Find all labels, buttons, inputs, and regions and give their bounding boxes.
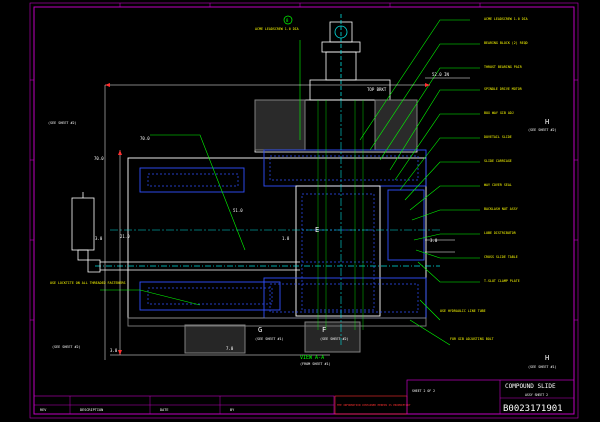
stamp-text: THE INFORMATION CONTAINED HEREIN IS PROP… <box>337 403 411 407</box>
sheet-ref: SHEET 2 OF 2 <box>412 389 435 393</box>
see-sheet-note: (SEE SHEET #2) <box>52 345 81 349</box>
dim-label-left-inner: 21.0 <box>120 234 130 239</box>
see-sheet-note: (SEE SHEET #1) <box>255 337 284 341</box>
see-sheet-note: (SEE SHEET #1) <box>528 365 557 369</box>
note-left-bottom: USE LOCKTITE ON ALL THREADED FASTENERS <box>50 281 125 285</box>
note-right-a: USE HYDRAULIC LINE TUBE <box>440 309 486 313</box>
leader-lines <box>100 19 480 346</box>
dim-label-top-right: 52.0 IN <box>432 72 449 77</box>
dim-label-center-small: 1.8 <box>282 236 290 241</box>
callout-text: THRUST BEARING PAIR <box>484 65 522 69</box>
callout-text: ACME LEADSCREW 1.0 DIA <box>484 17 528 21</box>
section-letter-e: E <box>315 226 319 234</box>
section-letter-g: G <box>258 326 262 334</box>
revision-strip: REV DESCRIPTION DATE BY <box>33 395 335 415</box>
section-letters: G F E H H <box>258 118 549 362</box>
yellow-notes: ACME LEADSCREW 1.0 DIA USE LOCKTITE ON A… <box>50 27 494 341</box>
note-right-b: FOR GIB ADJUSTING BOLT <box>450 337 494 341</box>
callout-text: WAY COVER SEAL <box>484 183 512 187</box>
left-cylinder <box>71 192 101 273</box>
leadscrew <box>95 261 440 271</box>
section-letter-h-bottom: H <box>545 354 549 362</box>
callout-column: ACME LEADSCREW 1.0 DIA BEARING BLOCK (2)… <box>484 17 528 283</box>
dim-label-upper-left: 70.0 <box>140 136 150 141</box>
detail-balloon: 8 <box>283 15 293 25</box>
title-block: COMPOUND SLIDE ASSY SHEET 2 B0023171901 … <box>406 379 575 415</box>
dim-label-bottom-left: 3.0 <box>110 348 118 353</box>
rev-cell: DATE <box>160 408 168 412</box>
section-letter-f: F <box>322 326 326 334</box>
rev-cell: BY <box>230 408 235 412</box>
rev-cell: DESCRIPTION <box>80 408 103 412</box>
zone-ticks <box>30 3 578 321</box>
title-text: COMPOUND SLIDE <box>505 383 556 390</box>
part-detail-dots <box>147 155 419 313</box>
dim-label-bottom: 7.0 <box>226 346 234 351</box>
see-sheet-note: (SEE SHEET #2) <box>48 121 77 125</box>
callout-text: SPINDLE DRIVE MOTOR <box>484 87 522 91</box>
dim-label-center: 51.0 <box>233 208 243 213</box>
view-label: VIEW A-A <box>300 355 324 361</box>
callout-text: BACKLASH NUT ASSY <box>484 207 518 211</box>
rev-cell: REV <box>40 408 47 412</box>
detail-number: 8 <box>286 18 289 23</box>
centerlines <box>110 100 440 345</box>
bracket-label: TOP BRKT <box>367 87 387 92</box>
callout-text: LUBE DISTRIBUTOR <box>484 231 516 235</box>
guide-lines <box>317 100 364 330</box>
drawing-number: B0023171901 <box>503 404 563 414</box>
callout-text: BOX WAY GIB ADJ <box>484 111 514 115</box>
hatch-blocks <box>184 99 418 354</box>
callout-text: BEARING BLOCK (2) REQD <box>484 41 528 45</box>
dimension-lines <box>104 77 470 360</box>
callout-text: SLIDE CARRIAGE <box>484 159 512 163</box>
note-top: ACME LEADSCREW 1.0 DIA <box>255 27 299 31</box>
see-sheet-notes: (SEE SHEET #2) (SEE SHEET #1) (SEE SHEET… <box>48 121 557 369</box>
see-sheet-note: (FROM SHEET #1) <box>300 362 331 366</box>
callout-text: DOVETAIL SLIDE <box>484 135 512 139</box>
dimension-markers <box>105 83 430 355</box>
dim-label-left-top: 70.0 <box>94 156 104 161</box>
see-sheet-note: (SEE SHEET #2) <box>320 337 349 341</box>
slide-body <box>127 149 427 327</box>
callout-text: CROSS SLIDE TABLE <box>484 255 518 259</box>
see-sheet-note: (SEE SHEET #2) <box>528 128 557 132</box>
dimension-labels: 70.0 3.0 21.0 51.0 1.8 7.0 3.0 70.0 3.0 … <box>94 72 449 353</box>
section-letter-h-top: H <box>545 118 549 126</box>
dim-label-left-mid: 3.0 <box>95 236 103 241</box>
callout-text: T-SLOT CLAMP PLATE <box>484 279 520 283</box>
dim-label-right: 3.0 <box>430 238 438 243</box>
subtitle-text: ASSY SHEET 2 <box>525 393 548 397</box>
